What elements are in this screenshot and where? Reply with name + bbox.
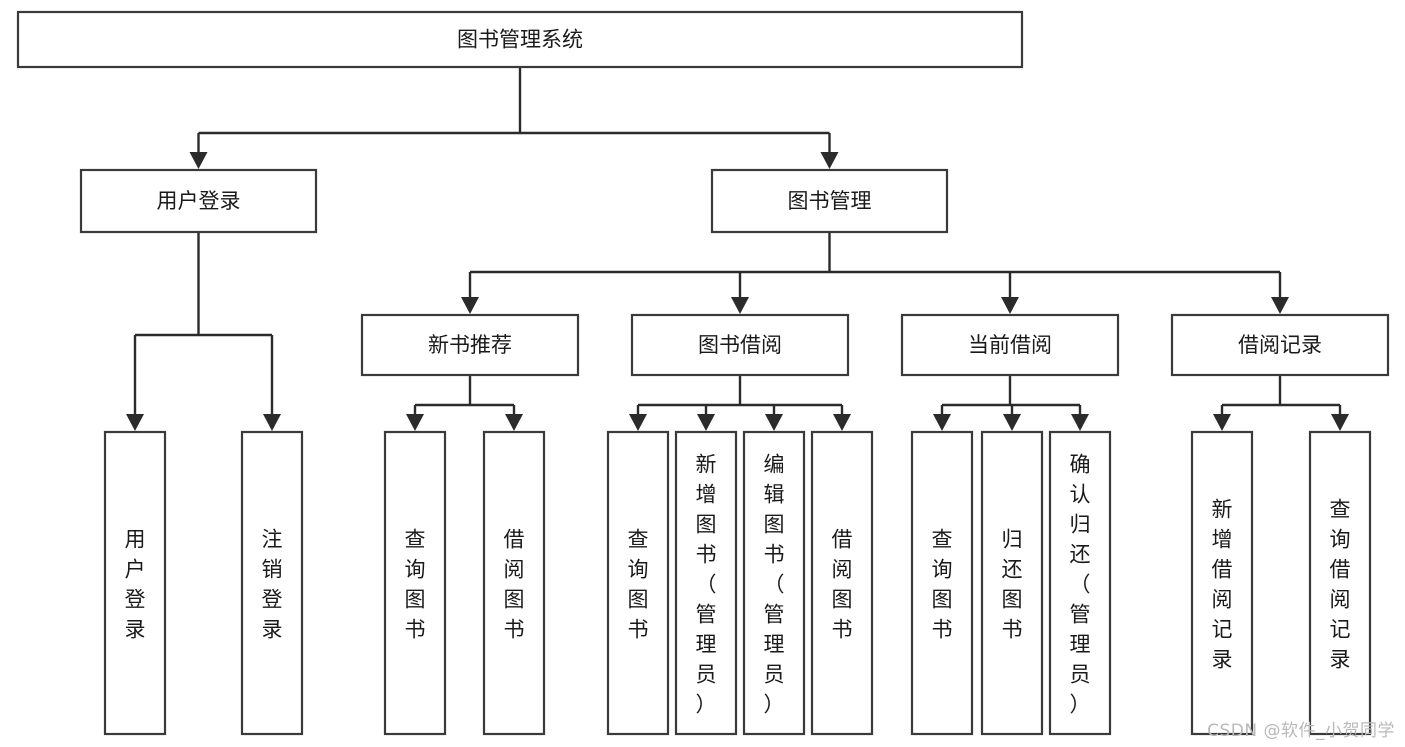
node-label: 编辑图书（管理员） — [764, 452, 785, 716]
level2-node-book-manage[interactable]: 图书管理 — [710, 168, 949, 234]
node-box — [240, 430, 304, 736]
level3-node-current-borrow[interactable]: 当前借阅 — [900, 313, 1120, 377]
leaf-node-leaf-confirm-return[interactable]: 确认归还（管理员） — [1048, 430, 1112, 736]
node-box — [1190, 430, 1254, 736]
node-label: 注销登录 — [262, 527, 283, 641]
node-label: 查询借阅记录 — [1330, 497, 1351, 671]
node-box — [810, 430, 874, 736]
leaf-node-leaf-query-book-current[interactable]: 查询图书 — [910, 430, 974, 736]
node-label: 新书推荐 — [428, 333, 512, 357]
node-box — [103, 430, 167, 736]
node-box — [1308, 430, 1372, 736]
node-box — [606, 430, 670, 736]
node-label: 当前借阅 — [968, 333, 1052, 357]
node-box — [630, 313, 850, 377]
connectors-layer — [126, 67, 1349, 431]
level3-node-borrow-record[interactable]: 借阅记录 — [1170, 313, 1390, 377]
node-label: 借阅图书 — [832, 527, 853, 641]
connector-conn-record-bus — [1213, 375, 1349, 431]
node-label: 查询图书 — [628, 527, 649, 641]
leaf-node-leaf-return-book[interactable]: 归还图书 — [980, 430, 1044, 736]
node-box — [383, 430, 447, 736]
nodes-layer: 图书管理系统用户登录图书管理新书推荐图书借阅当前借阅借阅记录用户登录注销登录查询… — [16, 10, 1390, 736]
node-box — [1048, 430, 1112, 736]
connector-conn-recommend-bus — [406, 375, 523, 431]
connector-conn-userlogin-bus — [126, 232, 281, 431]
node-label: 新增借阅记录 — [1212, 497, 1233, 671]
level2-node-user-login[interactable]: 用户登录 — [79, 168, 318, 234]
node-label: 图书管理 — [788, 189, 872, 213]
node-box — [16, 10, 1024, 69]
node-label: 借阅记录 — [1238, 333, 1322, 357]
node-label: 查询图书 — [932, 527, 953, 641]
leaf-node-leaf-query-book-recommend[interactable]: 查询图书 — [383, 430, 447, 736]
leaf-node-leaf-query-borrow-record[interactable]: 查询借阅记录 — [1308, 430, 1372, 736]
node-label: 确认归还（管理员） — [1070, 452, 1091, 716]
node-box — [710, 168, 949, 234]
node-box — [674, 430, 738, 736]
leaf-node-leaf-logout[interactable]: 注销登录 — [240, 430, 304, 736]
connector-conn-current-bus — [933, 375, 1089, 431]
node-box — [900, 313, 1120, 377]
connector-conn-bookmanage-bus — [461, 232, 1289, 314]
node-label: 图书借阅 — [698, 333, 782, 357]
node-label: 归还图书 — [1002, 527, 1023, 641]
node-label: 新增图书（管理员） — [696, 452, 717, 716]
connector-conn-root-bus — [189, 67, 839, 169]
node-label: 用户登录 — [157, 189, 241, 213]
level3-node-new-book-recommend[interactable]: 新书推荐 — [360, 313, 580, 377]
node-box — [742, 430, 806, 736]
node-label: 借阅图书 — [504, 527, 525, 641]
leaf-node-leaf-query-book-borrow[interactable]: 查询图书 — [606, 430, 670, 736]
level3-node-book-borrow[interactable]: 图书借阅 — [630, 313, 850, 377]
node-label: 查询图书 — [405, 527, 426, 641]
leaf-node-leaf-borrow-book-recommend[interactable]: 借阅图书 — [482, 430, 546, 736]
root-node-root[interactable]: 图书管理系统 — [16, 10, 1024, 69]
node-box — [482, 430, 546, 736]
node-label: 用户登录 — [125, 527, 146, 641]
node-box — [360, 313, 580, 377]
leaf-node-leaf-user-login[interactable]: 用户登录 — [103, 430, 167, 736]
node-box — [980, 430, 1044, 736]
leaf-node-leaf-borrow-book[interactable]: 借阅图书 — [810, 430, 874, 736]
connector-conn-borrow-bus — [629, 375, 851, 431]
node-box — [79, 168, 318, 234]
node-box — [910, 430, 974, 736]
leaf-node-leaf-edit-book[interactable]: 编辑图书（管理员） — [742, 430, 806, 736]
leaf-node-leaf-add-book[interactable]: 新增图书（管理员） — [674, 430, 738, 736]
leaf-node-leaf-add-borrow-record[interactable]: 新增借阅记录 — [1190, 430, 1254, 736]
node-label: 图书管理系统 — [457, 28, 583, 52]
node-box — [1170, 313, 1390, 377]
